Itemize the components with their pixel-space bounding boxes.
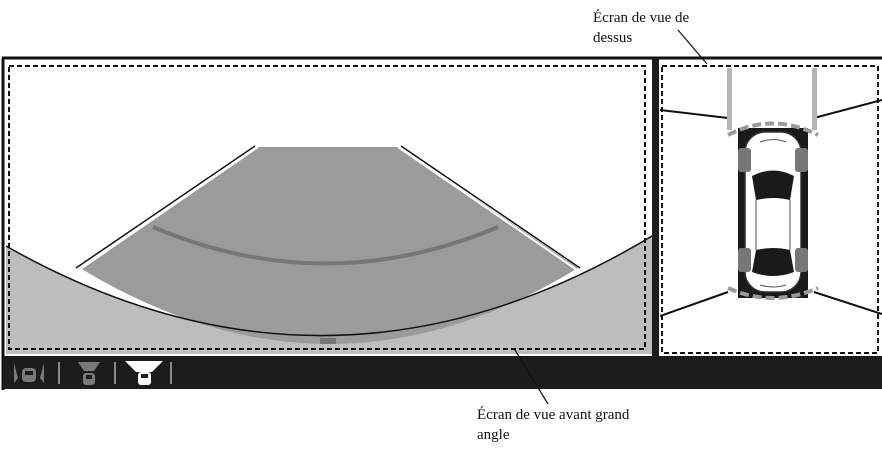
top-view-callout-line1: Écran de vue de: [593, 10, 690, 26]
view-mode-wide-front-icon[interactable]: [125, 361, 163, 385]
top-view-callout: Écran de vue de dessus: [593, 8, 689, 48]
wide-front-view-outline: [8, 65, 646, 350]
wide-front-view-callout-line1: Écran de vue avant grand: [477, 407, 630, 423]
view-mode-toolbar: [3, 356, 882, 389]
top-view-screen: [660, 61, 882, 354]
monitor-frame: [1, 56, 882, 390]
left-guide-line: [75, 145, 256, 269]
view-mode-front-icon[interactable]: [78, 362, 100, 385]
top-view-callout-line2: dessus: [593, 30, 633, 46]
wide-front-view-screen: [6, 61, 652, 354]
leader-line-top-view: [677, 29, 708, 65]
view-mode-side-icon[interactable]: [14, 363, 44, 383]
wide-front-view-callout: Écran de vue avant grand angle: [477, 405, 629, 445]
ground-area-light: [6, 236, 652, 354]
leader-line-wide-front-view: [514, 349, 549, 405]
right-guide-line: [400, 145, 581, 269]
car-top-icon: [738, 131, 808, 293]
distance-guide-curve: [152, 225, 499, 266]
top-view-outline: [661, 65, 879, 354]
wide-front-view-callout-line2: angle: [477, 427, 510, 443]
guide-zone: [80, 147, 578, 344]
lens-edge-arc: [6, 235, 652, 337]
